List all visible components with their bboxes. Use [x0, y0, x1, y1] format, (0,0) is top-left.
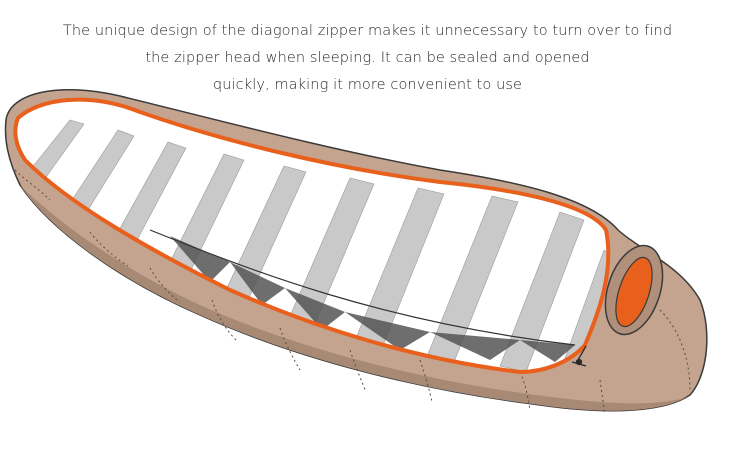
shell-stitching [14, 169, 691, 415]
caption-line-3: quickly, making it more convenient to us… [212, 77, 523, 93]
zipper-pull-icon [571, 345, 587, 367]
caption-line-1: The unique design of the diagonal zipper… [62, 23, 673, 39]
caption-line-2: the zipper head when sleeping. It can be… [145, 50, 590, 66]
diagonal-zipper [13, 97, 611, 375]
caption: The unique design of the diagonal zipper… [0, 18, 735, 99]
hood-drawcord [615, 256, 653, 328]
